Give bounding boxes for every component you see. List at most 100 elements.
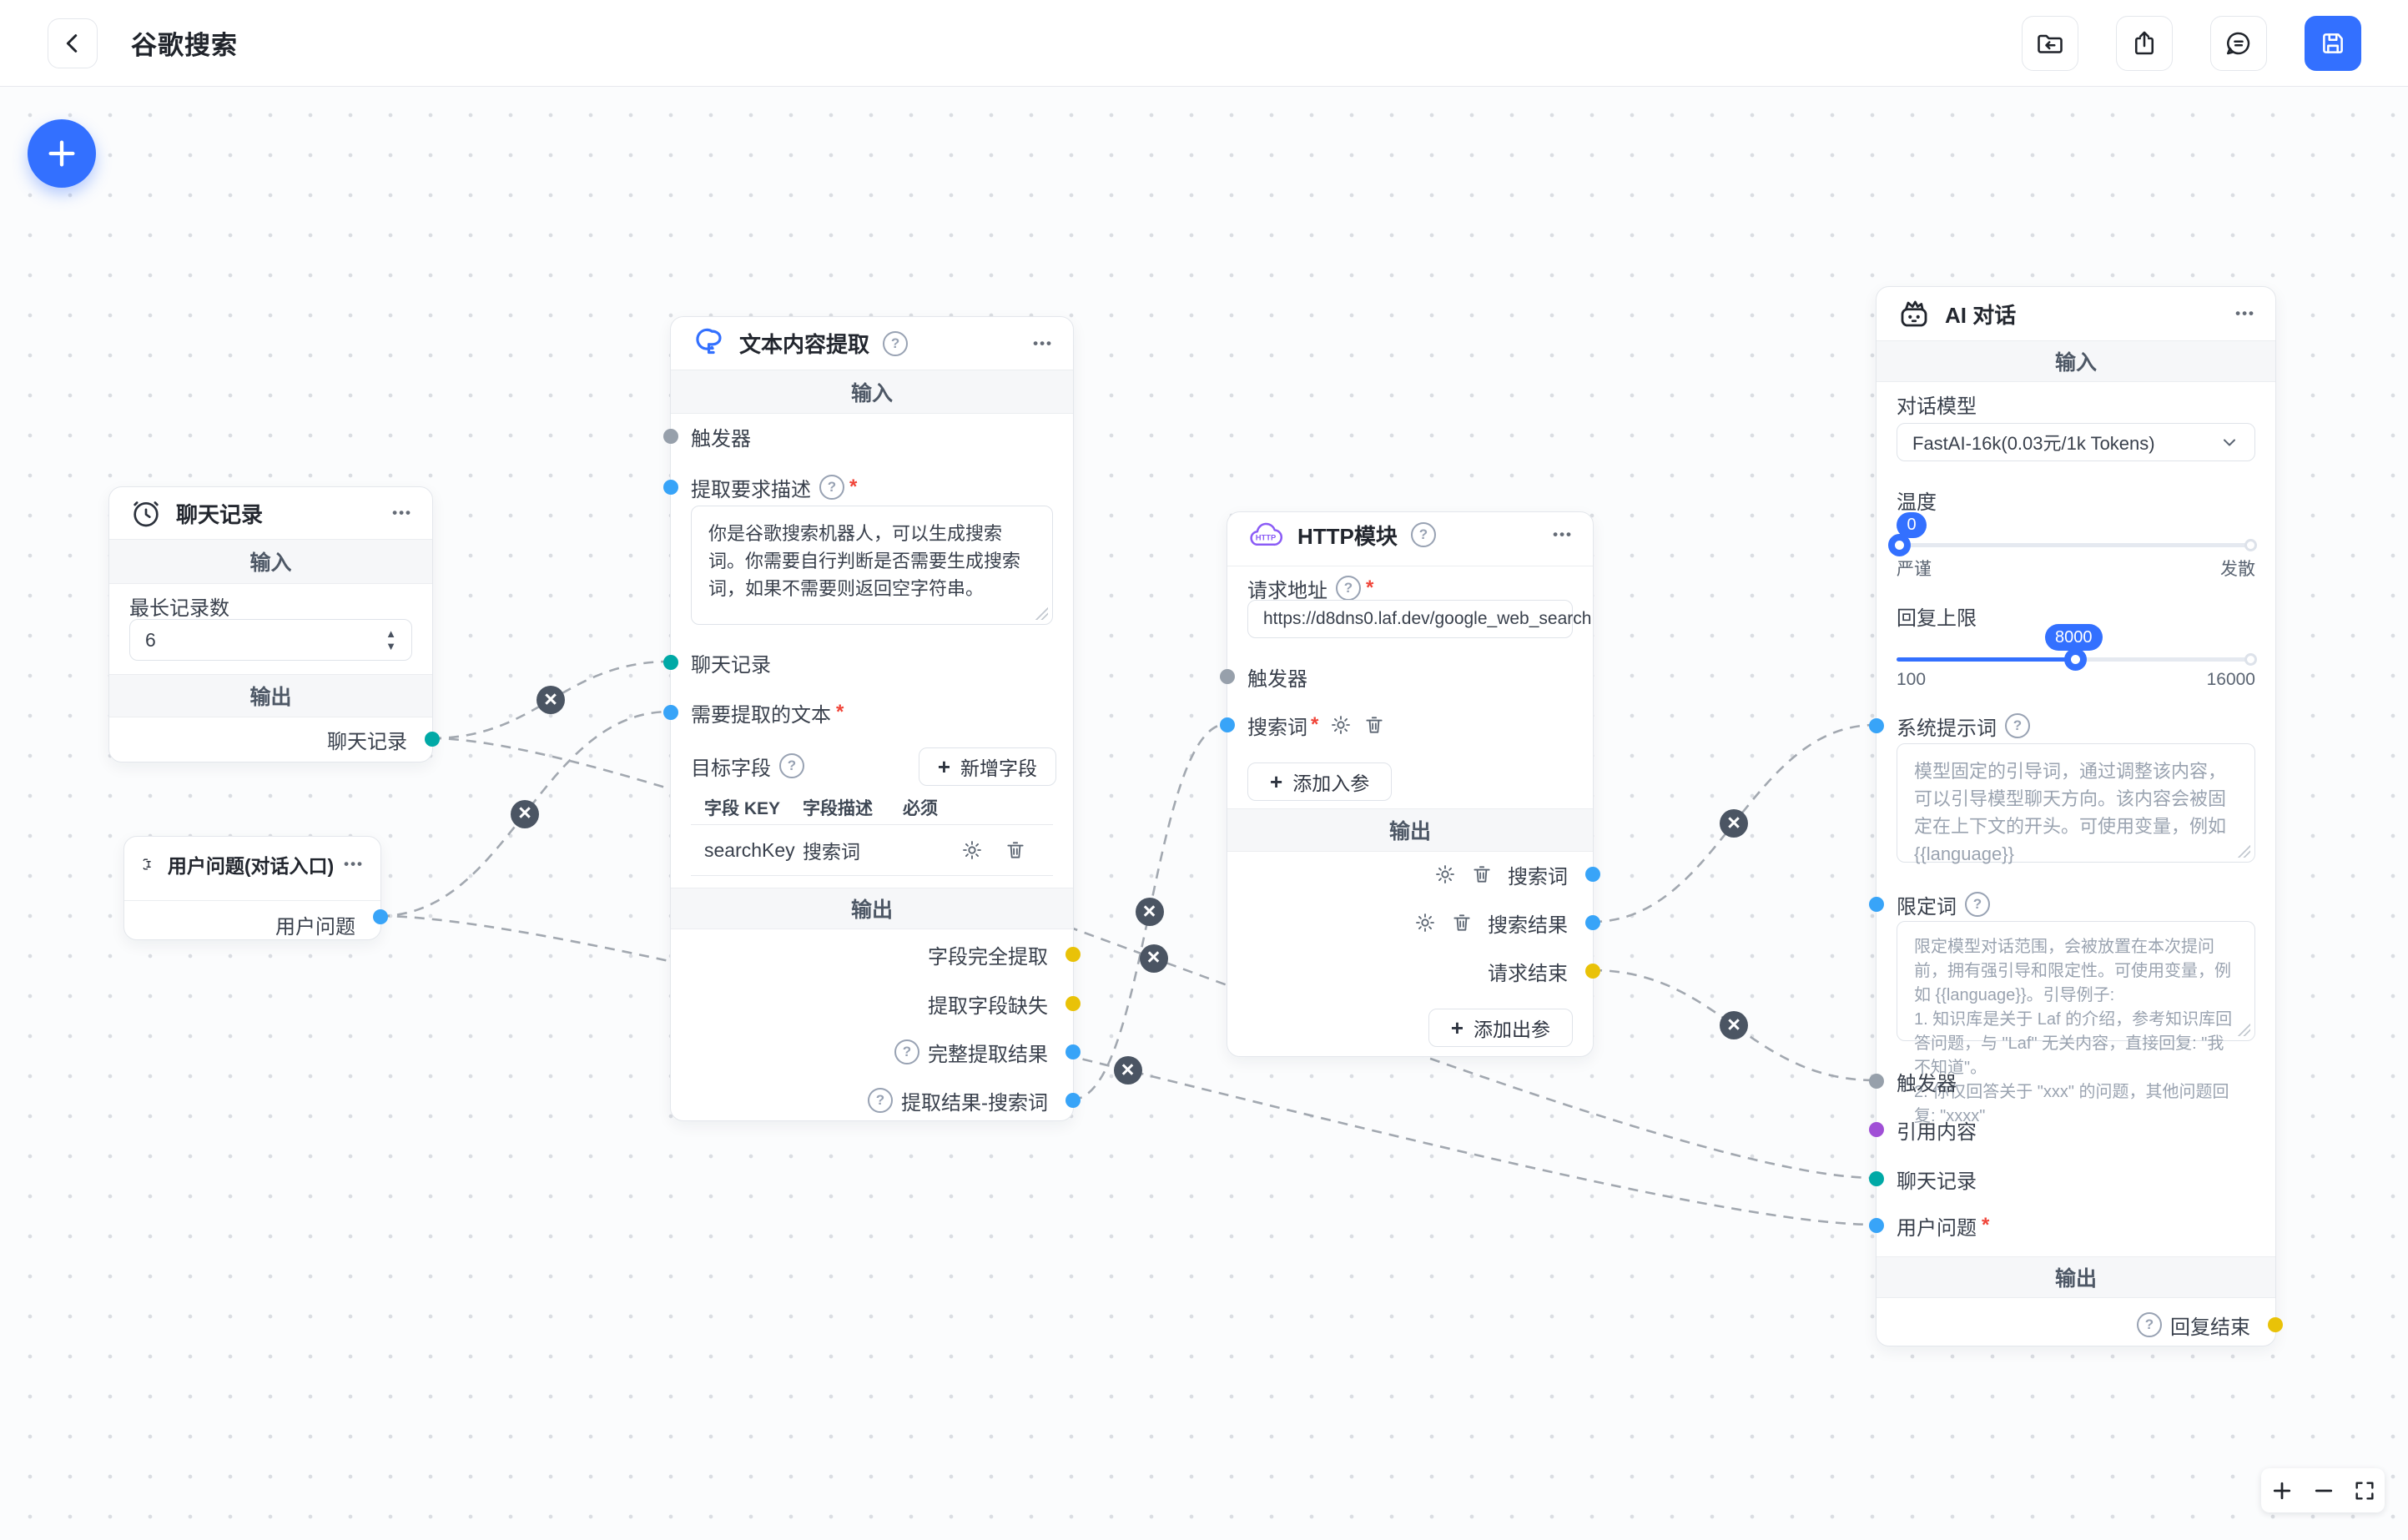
extract-description-textarea[interactable]: 你是谷歌搜索机器人，可以生成搜索词。你需要自行判断是否需要生成搜索词，如果不需要… bbox=[691, 506, 1053, 625]
zoom-controls bbox=[2261, 1468, 2385, 1512]
node-ai-chat[interactable]: AI 对话 输入 对话模型 FastAI-16k(0.03元/1k Tokens… bbox=[1869, 286, 2283, 1346]
port-chat-history-in[interactable] bbox=[1869, 1171, 1884, 1186]
trash-icon[interactable] bbox=[1451, 912, 1473, 934]
back-button[interactable] bbox=[48, 18, 98, 68]
zoom-out-button[interactable] bbox=[2311, 1478, 2336, 1503]
help-icon[interactable] bbox=[868, 1088, 893, 1113]
qualifier-textarea[interactable]: 限定模型对话范围，会被放置在本次提问前，拥有强引导和限定性。可使用变量，例如 {… bbox=[1897, 921, 2255, 1125]
workflow-canvas[interactable]: 聊天记录 输入 最长记录数 6 ▲▼ 输出 聊天记录 用户问题(对话入口) 用户… bbox=[0, 87, 2408, 1540]
node-menu-button[interactable] bbox=[344, 856, 364, 873]
help-icon[interactable] bbox=[779, 753, 804, 778]
fullscreen-button[interactable] bbox=[2353, 1479, 2376, 1502]
add-output-param-button[interactable]: +添加出参 bbox=[1428, 1009, 1573, 1047]
node-content-extract[interactable]: 文本内容提取 输入 触发器 提取要求描述* 你是谷歌搜索机器人，可以生成搜索词。… bbox=[663, 316, 1081, 1121]
node-title: 用户问题(对话入口) bbox=[167, 855, 335, 877]
model-select[interactable]: FastAI-16k(0.03元/1k Tokens) bbox=[1897, 423, 2255, 461]
node-user-question[interactable]: 用户问题(对话入口) 用户问题 bbox=[123, 836, 388, 940]
node-header: HTTP HTTP模块 bbox=[1227, 512, 1593, 557]
help-icon[interactable] bbox=[819, 475, 844, 500]
help-icon[interactable] bbox=[894, 1039, 919, 1064]
port-fields-fully-extracted-out[interactable] bbox=[1065, 947, 1081, 962]
feedback-button[interactable] bbox=[2210, 15, 2267, 71]
node-menu-button[interactable] bbox=[1033, 335, 1053, 352]
port-complete-result-out[interactable] bbox=[1065, 1044, 1081, 1059]
help-icon[interactable] bbox=[1965, 892, 1990, 917]
gear-icon[interactable] bbox=[1414, 912, 1436, 934]
temperature-slider[interactable] bbox=[1897, 539, 2257, 551]
edge-delete-button[interactable] bbox=[537, 686, 565, 714]
help-icon[interactable] bbox=[1410, 522, 1436, 547]
gear-icon[interactable] bbox=[1434, 863, 1456, 885]
port-search-word-in[interactable] bbox=[1220, 717, 1235, 732]
node-menu-button[interactable] bbox=[392, 505, 412, 521]
add-node-button[interactable] bbox=[28, 119, 96, 188]
edge-delete-button[interactable] bbox=[1139, 944, 1168, 973]
port-trigger-in[interactable] bbox=[1869, 1074, 1884, 1089]
open-folder-button[interactable] bbox=[2022, 15, 2078, 71]
save-button[interactable] bbox=[2305, 15, 2361, 71]
add-field-button[interactable]: +新增字段 bbox=[918, 747, 1056, 786]
add-input-param-button[interactable]: +添加入参 bbox=[1247, 762, 1393, 801]
max-tokens-slider-thumb[interactable] bbox=[2064, 648, 2087, 671]
max-records-value: 6 bbox=[145, 628, 156, 651]
node-chat-history[interactable]: 聊天记录 输入 最长记录数 6 ▲▼ 输出 聊天记录 bbox=[108, 486, 440, 762]
trash-icon[interactable] bbox=[1363, 714, 1385, 736]
port-trigger-in[interactable] bbox=[1220, 669, 1235, 684]
port-search-result-out[interactable] bbox=[1585, 915, 1600, 930]
chat-bubble-icon bbox=[2226, 32, 2250, 54]
port-reply-end-out[interactable] bbox=[2268, 1317, 2283, 1332]
temperature-max-label: 发散 bbox=[2220, 560, 2255, 579]
port-chat-history-in[interactable] bbox=[663, 655, 678, 670]
content-extract-icon bbox=[696, 328, 722, 354]
temperature-slider-thumb[interactable] bbox=[1888, 534, 1911, 556]
zoom-in-button[interactable] bbox=[2269, 1478, 2295, 1503]
request-url-input[interactable]: https://d8dns0.laf.dev/google_web_search bbox=[1247, 600, 1591, 638]
search-word-port-row: 搜索词* bbox=[1227, 708, 1593, 742]
max-records-input[interactable]: 6 ▲▼ bbox=[129, 619, 412, 661]
max-tokens-min-label: 100 bbox=[1897, 670, 1927, 689]
number-stepper[interactable]: ▲▼ bbox=[385, 627, 396, 652]
port-description-in[interactable] bbox=[663, 480, 678, 495]
port-quote-in[interactable] bbox=[1869, 1122, 1884, 1137]
export-button[interactable] bbox=[2116, 15, 2173, 71]
fields-table-row[interactable]: searchKey 搜索词 bbox=[691, 825, 1053, 876]
svg-text:HTTP: HTTP bbox=[1256, 532, 1277, 541]
trash-icon[interactable] bbox=[1471, 863, 1493, 885]
gear-icon[interactable] bbox=[961, 839, 983, 861]
port-fields-missing-out[interactable] bbox=[1065, 996, 1081, 1011]
port-trigger-in[interactable] bbox=[663, 429, 678, 444]
node-header: AI 对话 bbox=[1877, 287, 2275, 340]
trash-icon[interactable] bbox=[1005, 839, 1026, 861]
output-port-row: 搜索词 bbox=[1227, 858, 1593, 891]
port-text-in[interactable] bbox=[663, 705, 678, 720]
edge-delete-button[interactable] bbox=[1720, 1011, 1748, 1039]
port-qualifier-in[interactable] bbox=[1869, 897, 1884, 912]
port-request-end-out[interactable] bbox=[1585, 964, 1600, 979]
trigger-port-row: 触发器 bbox=[691, 427, 751, 450]
slider-endcap bbox=[2244, 653, 2257, 666]
gear-icon[interactable] bbox=[1330, 714, 1352, 736]
required-asterisk: * bbox=[1982, 1214, 1990, 1236]
node-http-module[interactable]: HTTP HTTP模块 请求地址* https://d8dns0.laf.dev… bbox=[1220, 511, 1600, 1057]
node-menu-button[interactable] bbox=[2235, 305, 2255, 322]
port-chat-history-out[interactable] bbox=[425, 732, 440, 747]
node-menu-button[interactable] bbox=[1553, 526, 1573, 543]
help-icon[interactable] bbox=[2005, 713, 2030, 738]
edge-delete-button[interactable] bbox=[511, 799, 539, 828]
node-title: HTTP模块 bbox=[1297, 523, 1398, 549]
edge-delete-button[interactable] bbox=[1720, 809, 1748, 838]
help-icon[interactable] bbox=[1336, 576, 1361, 601]
system-prompt-textarea[interactable]: 模型固定的引导词，通过调整该内容，可以引导模型聊天方向。该内容会被固定在上下文的… bbox=[1897, 743, 2255, 864]
page-title: 谷歌搜索 bbox=[131, 31, 238, 60]
port-system-prompt-in[interactable] bbox=[1869, 718, 1884, 733]
edge-delete-button[interactable] bbox=[1113, 1056, 1142, 1085]
plus-icon: + bbox=[1270, 769, 1283, 794]
port-search-word-out[interactable] bbox=[1585, 867, 1600, 882]
edge-delete-button[interactable] bbox=[1135, 898, 1164, 926]
port-user-question-in[interactable] bbox=[1869, 1218, 1884, 1233]
port-user-question-out[interactable] bbox=[373, 909, 388, 924]
port-searchword-result-out[interactable] bbox=[1065, 1093, 1081, 1108]
help-icon[interactable] bbox=[2137, 1312, 2162, 1337]
temperature-value-badge: 0 bbox=[1897, 512, 1927, 538]
help-icon[interactable] bbox=[883, 330, 909, 356]
